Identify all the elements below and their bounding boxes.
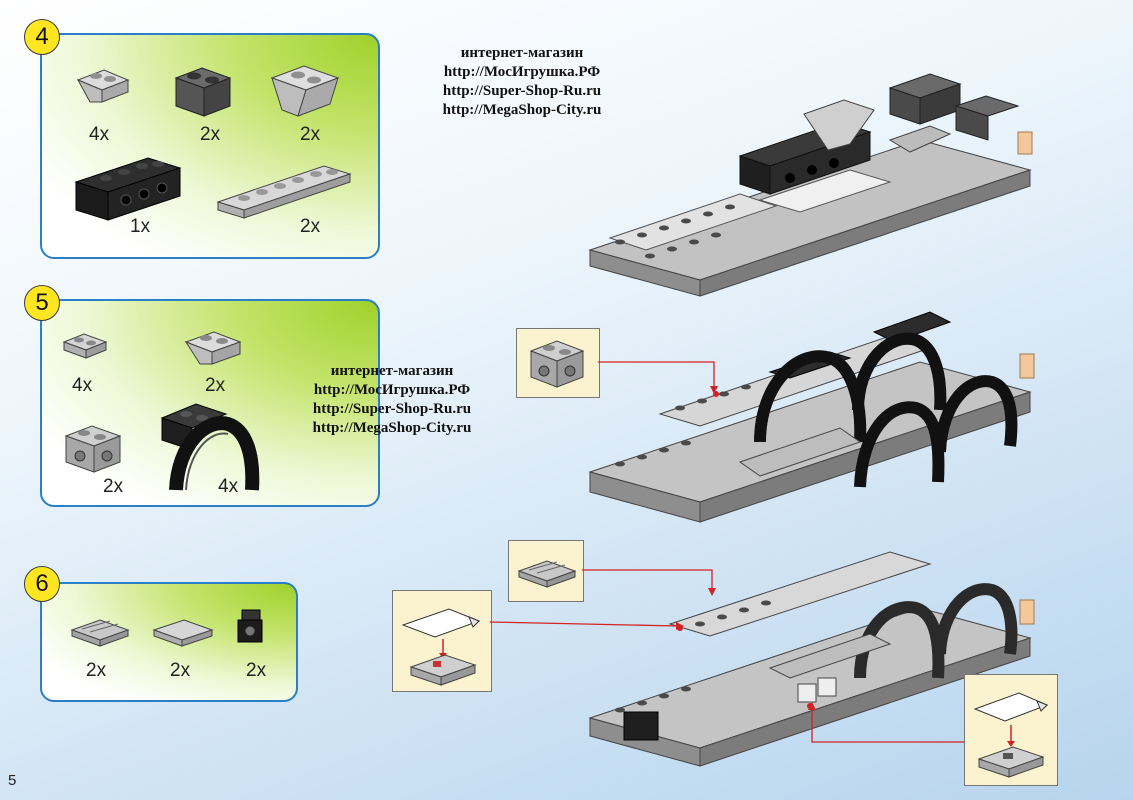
step-5-qty-4: 4x <box>218 476 239 497</box>
step-4-qty-3: 2x <box>300 124 321 145</box>
step-4-qty-2: 2x <box>200 124 221 145</box>
step-6-qty-3: 2x <box>246 660 267 681</box>
assembly-step-5-illustration <box>588 311 1035 523</box>
step-6-qty-1: 2x <box>86 660 107 681</box>
callout-sticker-tile-left <box>392 590 492 692</box>
promo-link-1[interactable]: http://МосИгрушка.РФ <box>313 382 471 398</box>
slope-wide-light-part <box>270 65 340 117</box>
sticker-sheet-icon <box>973 692 1049 778</box>
sticker-sheet-icon <box>401 608 481 686</box>
step-5-badge: 5 <box>24 285 60 321</box>
promo-link-3[interactable]: http://MegaShop-City.ru <box>442 102 602 118</box>
brick-1x2-dark-part <box>174 67 232 117</box>
tile-1x2-part <box>152 619 214 647</box>
plate-1x2-light-part <box>62 333 108 359</box>
arrow-to-front-sticker <box>489 621 679 627</box>
step-6-badge: 6 <box>24 566 60 602</box>
promo-block-middle: интернет-магазин http://МосИгрушка.РФ ht… <box>282 362 502 438</box>
slope-inverted-small-part <box>184 331 242 365</box>
assembly-step-6-illustration <box>588 551 1035 767</box>
brick-side-studs-part <box>64 425 122 473</box>
step-4-badge: 4 <box>24 19 60 55</box>
arrow-to-grille-slot <box>582 569 713 590</box>
promo-link-2[interactable]: http://Super-Shop-Ru.ru <box>312 401 472 417</box>
arrow-to-side-sticker <box>811 708 964 743</box>
headlight-brick-black-part <box>237 609 263 643</box>
promo-link-3[interactable]: http://MegaShop-City.ru <box>312 420 472 436</box>
grille-tile-icon <box>517 560 577 588</box>
callout-sticker-tile-right <box>964 674 1058 786</box>
promo-block-top: интернет-магазин http://МосИгрушка.РФ ht… <box>412 44 632 120</box>
step-5-qty-2: 2x <box>205 375 226 396</box>
brick-side-studs-icon <box>529 340 585 388</box>
arrow-to-step-5-brick <box>598 361 715 388</box>
promo-link-1[interactable]: http://МосИгрушка.РФ <box>443 64 601 80</box>
page-number: 5 <box>8 772 17 789</box>
promo-link-2[interactable]: http://Super-Shop-Ru.ru <box>442 83 602 99</box>
slope-inverted-light-part <box>76 69 130 103</box>
step-4-qty-4: 1x <box>130 216 151 237</box>
step-5-qty-3: 2x <box>103 476 124 497</box>
callout-grille-tile <box>508 540 584 602</box>
step-4-qty-1: 4x <box>89 124 110 145</box>
assembly-step-4-illustration <box>588 73 1033 297</box>
step-5-qty-1: 4x <box>72 375 93 396</box>
step-4-qty-5: 2x <box>300 216 321 237</box>
grille-tile-part <box>70 619 130 647</box>
callout-brick-side-studs <box>516 328 600 398</box>
wheel-arch-black-part <box>160 403 260 491</box>
technic-brick-1x4-black-part <box>74 157 182 221</box>
step-6-qty-2: 2x <box>170 660 191 681</box>
promo-title: интернет-магазин <box>460 45 584 61</box>
plate-1x6-light-part <box>216 165 352 219</box>
promo-title: интернет-магазин <box>330 363 454 379</box>
